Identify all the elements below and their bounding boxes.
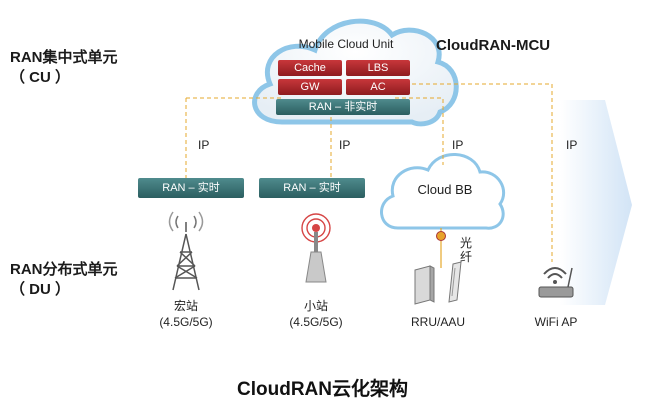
cloud-title: Mobile Cloud Unit: [298, 37, 394, 51]
module-ac: AC: [346, 79, 410, 95]
fiber-label: 光 纤: [460, 236, 472, 264]
ip-label-small: IP: [339, 138, 351, 152]
ran-rt-box-2: RAN – 实时: [259, 178, 365, 198]
ip-label-macro: IP: [198, 138, 210, 152]
tower-icon: [168, 211, 204, 291]
du-side-line1: RAN分布式单元: [10, 261, 118, 278]
device-small-spec: (4.5G/5G): [289, 315, 343, 329]
device-wifi-name: WiFi AP: [534, 315, 578, 329]
module-gw: GW: [278, 79, 342, 95]
fiber-label-line1: 光: [460, 236, 473, 250]
device-macro-name: 宏站: [173, 299, 198, 313]
device-small-name: 小站: [303, 299, 328, 313]
cu-side-line2: （ CU ）: [10, 69, 71, 86]
fiber-label-line2: 纤: [460, 250, 473, 264]
link-bb: [395, 97, 444, 165]
cu-side-line1: RAN集中式单元: [10, 49, 118, 66]
wifi-router-icon: [538, 267, 574, 298]
flow-arrow-shape: [560, 100, 632, 305]
du-side-line2: （ DU ）: [10, 281, 71, 298]
fiber-connector-icon: [436, 231, 446, 241]
mcu-label: CloudRAN-MCU: [436, 37, 551, 54]
ip-links: [185, 83, 553, 262]
module-cache: Cache: [278, 60, 342, 76]
device-label-macro: 宏站 (4.5G/5G): [146, 298, 226, 330]
device-label-wifi: WiFi AP: [516, 314, 596, 330]
ip-label-wifi: IP: [566, 138, 578, 152]
cloud-bb-label: Cloud BB: [417, 182, 473, 197]
device-label-rru: RRU/AAU: [398, 314, 478, 330]
link-macro: [185, 97, 282, 178]
link-wifi: [412, 83, 553, 262]
device-rru-name: RRU/AAU: [410, 315, 465, 329]
diagram-title: CloudRAN云化架构: [237, 379, 408, 400]
cloud-bb-shape: [380, 153, 506, 230]
rru-icon: [414, 261, 462, 305]
small-cell-icon: [301, 213, 331, 283]
ran-nrt-box: RAN – 非实时: [276, 99, 410, 115]
device-label-small: 小站 (4.5G/5G): [276, 298, 356, 330]
du-side-label: RAN分布式单元 （ DU ）: [10, 260, 118, 300]
module-lbs: LBS: [346, 60, 410, 76]
ip-label-bb: IP: [452, 138, 464, 152]
device-macro-spec: (4.5G/5G): [159, 315, 213, 329]
ran-rt-box-1: RAN – 实时: [138, 178, 244, 198]
cu-side-label: RAN集中式单元 （ CU ）: [10, 48, 118, 88]
